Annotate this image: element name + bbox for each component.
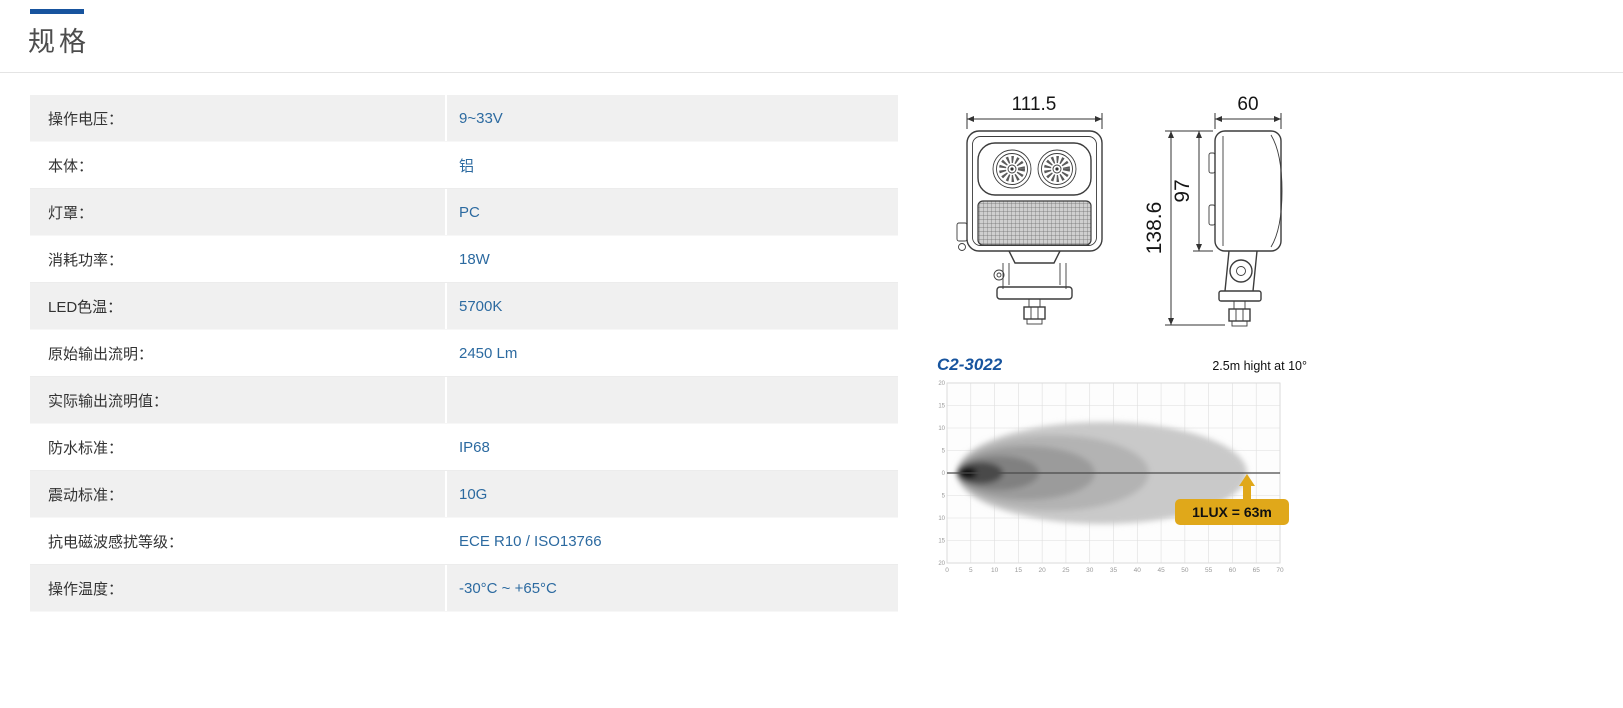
svg-text:70: 70	[1276, 567, 1284, 574]
svg-text:60: 60	[1229, 567, 1237, 574]
product-panel: 111.5	[935, 95, 1325, 592]
table-row: 灯罩： PC	[30, 189, 898, 236]
body-height-dimension: 97	[1171, 179, 1194, 202]
spec-label: 实际输出流明值：	[48, 392, 169, 410]
side-view-drawing: 60 138.6 97	[1145, 95, 1283, 327]
beam-test-note: 2.5m hight at 10°	[1212, 359, 1307, 373]
spec-value: 10G	[445, 471, 898, 517]
spec-label: 操作温度：	[48, 580, 124, 598]
svg-text:30: 30	[1086, 567, 1094, 574]
spec-value: ECE R10 / ISO13766	[445, 518, 898, 564]
spec-value	[445, 377, 898, 423]
svg-text:20: 20	[938, 561, 945, 567]
spec-label: 消耗功率：	[48, 251, 124, 269]
spec-value: IP68	[445, 424, 898, 470]
divider	[0, 72, 1623, 73]
led-reflector-right	[1038, 150, 1076, 188]
svg-text:25: 25	[1062, 567, 1070, 574]
svg-text:55: 55	[1205, 567, 1213, 574]
spec-label: 操作电压：	[48, 110, 124, 128]
spec-label: 灯罩：	[48, 204, 94, 222]
spec-label: 原始输出流明：	[48, 345, 154, 363]
overall-height-dimension: 138.6	[1145, 202, 1166, 255]
svg-text:5: 5	[942, 494, 946, 500]
side-width-dimension: 60	[1237, 95, 1258, 115]
spec-label: 防水标准：	[48, 439, 124, 457]
svg-text:0: 0	[942, 471, 946, 477]
table-row: 操作电压： 9~33V	[30, 95, 898, 142]
spec-value: 铝	[445, 142, 898, 188]
spec-label: 本体：	[48, 157, 94, 175]
svg-text:15: 15	[938, 539, 945, 545]
lux-label: 1LUX = 63m	[1192, 504, 1272, 520]
front-width-dimension: 111.5	[1012, 95, 1057, 115]
svg-text:40: 40	[1134, 567, 1142, 574]
svg-text:0: 0	[945, 567, 949, 574]
table-row: 震动标准： 10G	[30, 471, 898, 518]
lux-label-badge	[1175, 499, 1289, 525]
page-header: 规格	[0, 0, 1623, 59]
table-row: LED色温： 5700K	[30, 283, 898, 330]
led-reflector-left	[993, 150, 1031, 188]
flood-lens	[977, 200, 1092, 246]
svg-text:65: 65	[1253, 567, 1261, 574]
table-row: 消耗功率： 18W	[30, 236, 898, 283]
svg-text:15: 15	[938, 404, 945, 410]
spec-value: 5700K	[445, 283, 898, 329]
table-row: 实际输出流明值：	[30, 377, 898, 424]
table-row: 本体： 铝	[30, 142, 898, 189]
table-row: 防水标准： IP68	[30, 424, 898, 471]
svg-text:35: 35	[1110, 567, 1118, 574]
spec-value: 2450 Lm	[445, 330, 898, 376]
page-title: 规格	[28, 27, 90, 57]
x-axis-ticks: 0 5 10 15 20 25 30 35 40 45 50 55 60 65 70	[945, 567, 1284, 574]
svg-text:10: 10	[938, 426, 945, 432]
spec-value: 9~33V	[445, 95, 898, 141]
spec-value: 18W	[445, 236, 898, 282]
svg-text:5: 5	[942, 449, 946, 455]
model-number: C2-3022	[937, 355, 1003, 374]
svg-text:50: 50	[1181, 567, 1189, 574]
svg-text:45: 45	[1157, 567, 1165, 574]
spec-value: -30°C ~ +65°C	[445, 565, 898, 611]
svg-text:20: 20	[1039, 567, 1047, 574]
beam-chart-header: C2-3022 2.5m hight at 10°	[937, 355, 1323, 375]
svg-text:10: 10	[991, 567, 999, 574]
spec-label: 抗电磁波感扰等级：	[48, 533, 184, 551]
y-axis-ticks: 20 15 10 5 0 5 10 15 20	[938, 381, 945, 567]
table-row: 操作温度： -30°C ~ +65°C	[30, 565, 898, 612]
spec-label: LED色温：	[48, 298, 123, 316]
accent-bar	[30, 9, 84, 14]
svg-text:5: 5	[969, 567, 973, 574]
svg-text:15: 15	[1015, 567, 1023, 574]
spec-value: PC	[445, 189, 898, 235]
lux-arrow-icon	[1239, 474, 1255, 486]
table-row: 原始输出流明： 2450 Lm	[30, 330, 898, 377]
table-row: 抗电磁波感扰等级： ECE R10 / ISO13766	[30, 518, 898, 565]
front-view-drawing: 111.5	[956, 95, 1103, 325]
spec-label: 震动标准：	[48, 486, 124, 504]
technical-drawings: 111.5	[935, 95, 1325, 347]
svg-text:10: 10	[938, 516, 945, 522]
svg-text:20: 20	[938, 381, 945, 387]
